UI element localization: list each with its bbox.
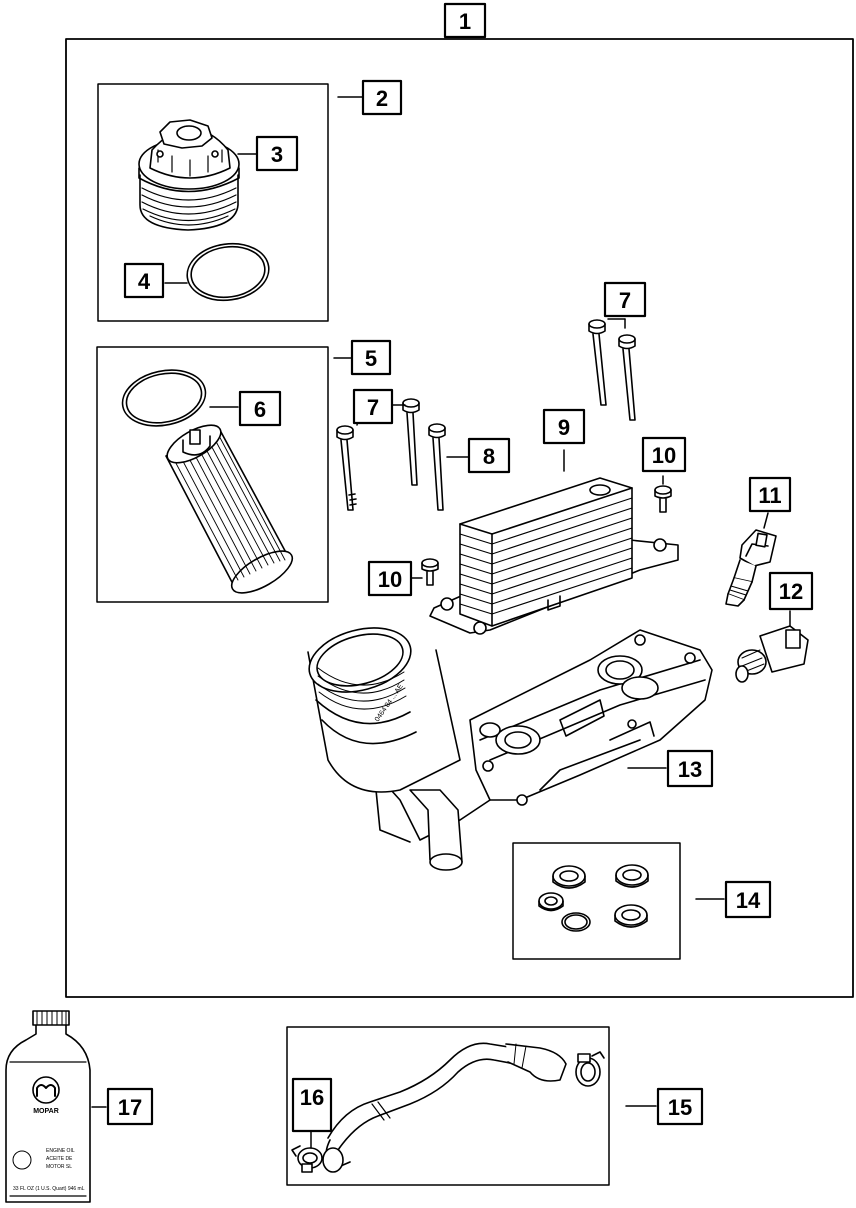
bolt-long-left [336, 425, 357, 511]
callout-label: 14 [736, 888, 761, 913]
callout-label: 11 [758, 483, 781, 508]
callout-label: 13 [678, 757, 702, 782]
oil-filter-cap [138, 119, 240, 231]
callout-3[interactable]: 3 [255, 135, 299, 172]
callout-label: 8 [483, 444, 495, 469]
bolt-top-right-b [618, 334, 636, 421]
callout-15[interactable]: 15 [656, 1087, 704, 1126]
callout-label: 3 [271, 142, 283, 167]
bolt-top-right-a [588, 319, 607, 406]
callout-label: 2 [376, 86, 388, 111]
callout-label: 4 [138, 269, 151, 294]
callout-16[interactable]: 16 [291, 1077, 333, 1133]
filter-o-ring [121, 369, 207, 427]
callout-9[interactable]: 9 [542, 408, 586, 445]
filter-element-group-box [96, 346, 329, 603]
callout-label: 12 [779, 579, 803, 604]
callout-label: 15 [668, 1095, 692, 1120]
filter-cap-group-box [97, 83, 329, 322]
bottle-fine-print: 33 FL OZ (1 U.S. Quart) 946 mL [13, 1186, 85, 1192]
callout-label: 17 [118, 1095, 142, 1120]
bottle-line1: ENGINE OIL [46, 1148, 75, 1154]
cap-o-ring [186, 242, 270, 302]
callout-13[interactable]: 13 [666, 749, 714, 788]
callout-label: 16 [300, 1085, 324, 1110]
mopar-logo: MOPAR [32, 1076, 60, 1115]
hose-clamp-left [291, 1145, 323, 1173]
screw-right [654, 485, 672, 513]
bolt-middle-left [402, 398, 420, 486]
callout-label: 7 [619, 288, 631, 313]
callout-6[interactable]: 6 [238, 390, 282, 427]
oil-pressure-sensor [725, 529, 777, 607]
callout-label: 1 [459, 9, 471, 34]
screw-left [421, 558, 439, 586]
callout-label: 9 [558, 415, 570, 440]
oil-temperature-sensor [735, 625, 809, 683]
callout-10-right[interactable]: 10 [641, 436, 687, 473]
callout-label: 10 [652, 443, 676, 468]
callout-7-top[interactable]: 7 [603, 281, 647, 318]
bottle-line3: MOTOR SL [46, 1164, 72, 1170]
hose-group-box [286, 1026, 610, 1186]
callout-2[interactable]: 2 [361, 79, 403, 116]
bolt-middle [428, 423, 446, 511]
callout-17[interactable]: 17 [106, 1087, 154, 1126]
oil-cooler [429, 477, 679, 635]
callout-label: 7 [367, 395, 379, 420]
callout-1[interactable]: 1 [443, 2, 487, 39]
assembly-frame [65, 38, 854, 998]
callout-5[interactable]: 5 [350, 339, 392, 376]
callout-12[interactable]: 12 [768, 571, 814, 611]
callout-label: 5 [365, 346, 377, 371]
callout-8[interactable]: 8 [467, 437, 511, 474]
bottle-brand: MOPAR [33, 1108, 59, 1115]
callout-7-left[interactable]: 7 [352, 388, 394, 425]
seal-kit [538, 864, 649, 932]
engine-oil-bottle: MOPAR ENGINE OIL ACEITE DE MOTOR SL 33 F… [5, 1010, 91, 1203]
callout-4[interactable]: 4 [123, 262, 165, 299]
coolant-hose [322, 1042, 567, 1173]
callout-label: 10 [378, 567, 402, 592]
callout-label: 6 [254, 397, 266, 422]
callout-14[interactable]: 14 [724, 880, 772, 919]
callout-11[interactable]: 11 [748, 476, 792, 513]
oil-filter-housing [307, 627, 713, 871]
oil-filter-element [165, 424, 294, 594]
hose-clamp-right [575, 1051, 605, 1087]
seal-kit-box [512, 842, 681, 960]
callout-10-left[interactable]: 10 [367, 560, 413, 597]
bottle-line2: ACEITE DE [46, 1156, 73, 1162]
